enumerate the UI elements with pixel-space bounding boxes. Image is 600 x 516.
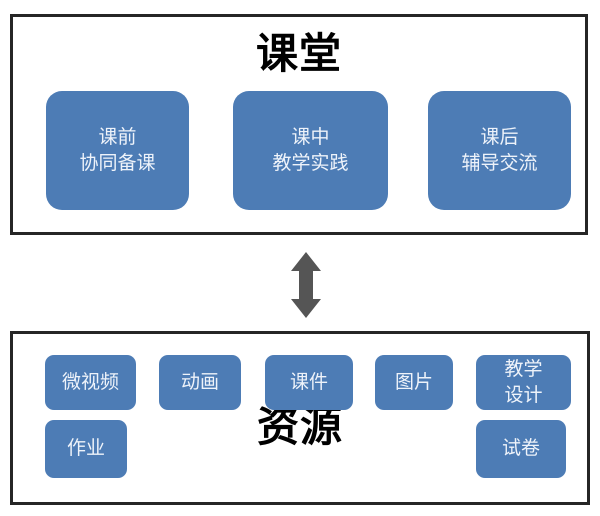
classroom-section-title: 课堂 [255, 29, 342, 78]
resource-chip-line-1: 作业 [66, 437, 105, 460]
resource-chip-homework[interactable]: 作业 [45, 420, 127, 478]
resource-chip-line-1: 试卷 [501, 437, 540, 460]
classroom-phase-box-before-class[interactable]: 课前 协同备课 [46, 91, 189, 210]
resource-chip-line-1: 教学 [504, 357, 543, 380]
resource-section-title: 资源 [256, 402, 343, 451]
phase-box-line-1: 课后 [480, 125, 519, 148]
classroom-phase-box-during-class[interactable]: 课中 教学实践 [233, 91, 388, 210]
bidirectional-arrow-icon [288, 252, 324, 318]
phase-box-line-1: 课前 [98, 125, 137, 148]
resource-chip-micro-video[interactable]: 微视频 [45, 355, 136, 410]
phase-box-line-2: 辅导交流 [461, 151, 538, 174]
resource-chip-line-1: 课件 [289, 370, 328, 393]
resource-chip-courseware[interactable]: 课件 [265, 355, 353, 410]
resource-chip-line-1: 图片 [394, 370, 433, 393]
resource-chip-exam-paper[interactable]: 试卷 [476, 420, 566, 478]
phase-box-line-1: 课中 [291, 125, 330, 148]
resource-chip-line-2: 设计 [504, 383, 543, 406]
classroom-section-frame: 课堂 课前 协同备课 课中 教学实践 课后 辅导交流 [10, 14, 588, 235]
phase-box-line-2: 教学实践 [272, 151, 349, 174]
classroom-phase-box-after-class[interactable]: 课后 辅导交流 [428, 91, 571, 210]
resource-chip-animation[interactable]: 动画 [159, 355, 241, 410]
resource-chip-line-1: 动画 [180, 370, 219, 393]
phase-box-line-2: 协同备课 [79, 151, 156, 174]
resource-chip-instructional-design[interactable]: 教学 设计 [476, 355, 571, 410]
resource-section-frame: 资源 微视频 动画 课件 图片 教学 设计 作业 试卷 [10, 331, 590, 505]
resource-chip-line-1: 微视频 [61, 370, 119, 393]
resource-chip-image[interactable]: 图片 [375, 355, 453, 410]
